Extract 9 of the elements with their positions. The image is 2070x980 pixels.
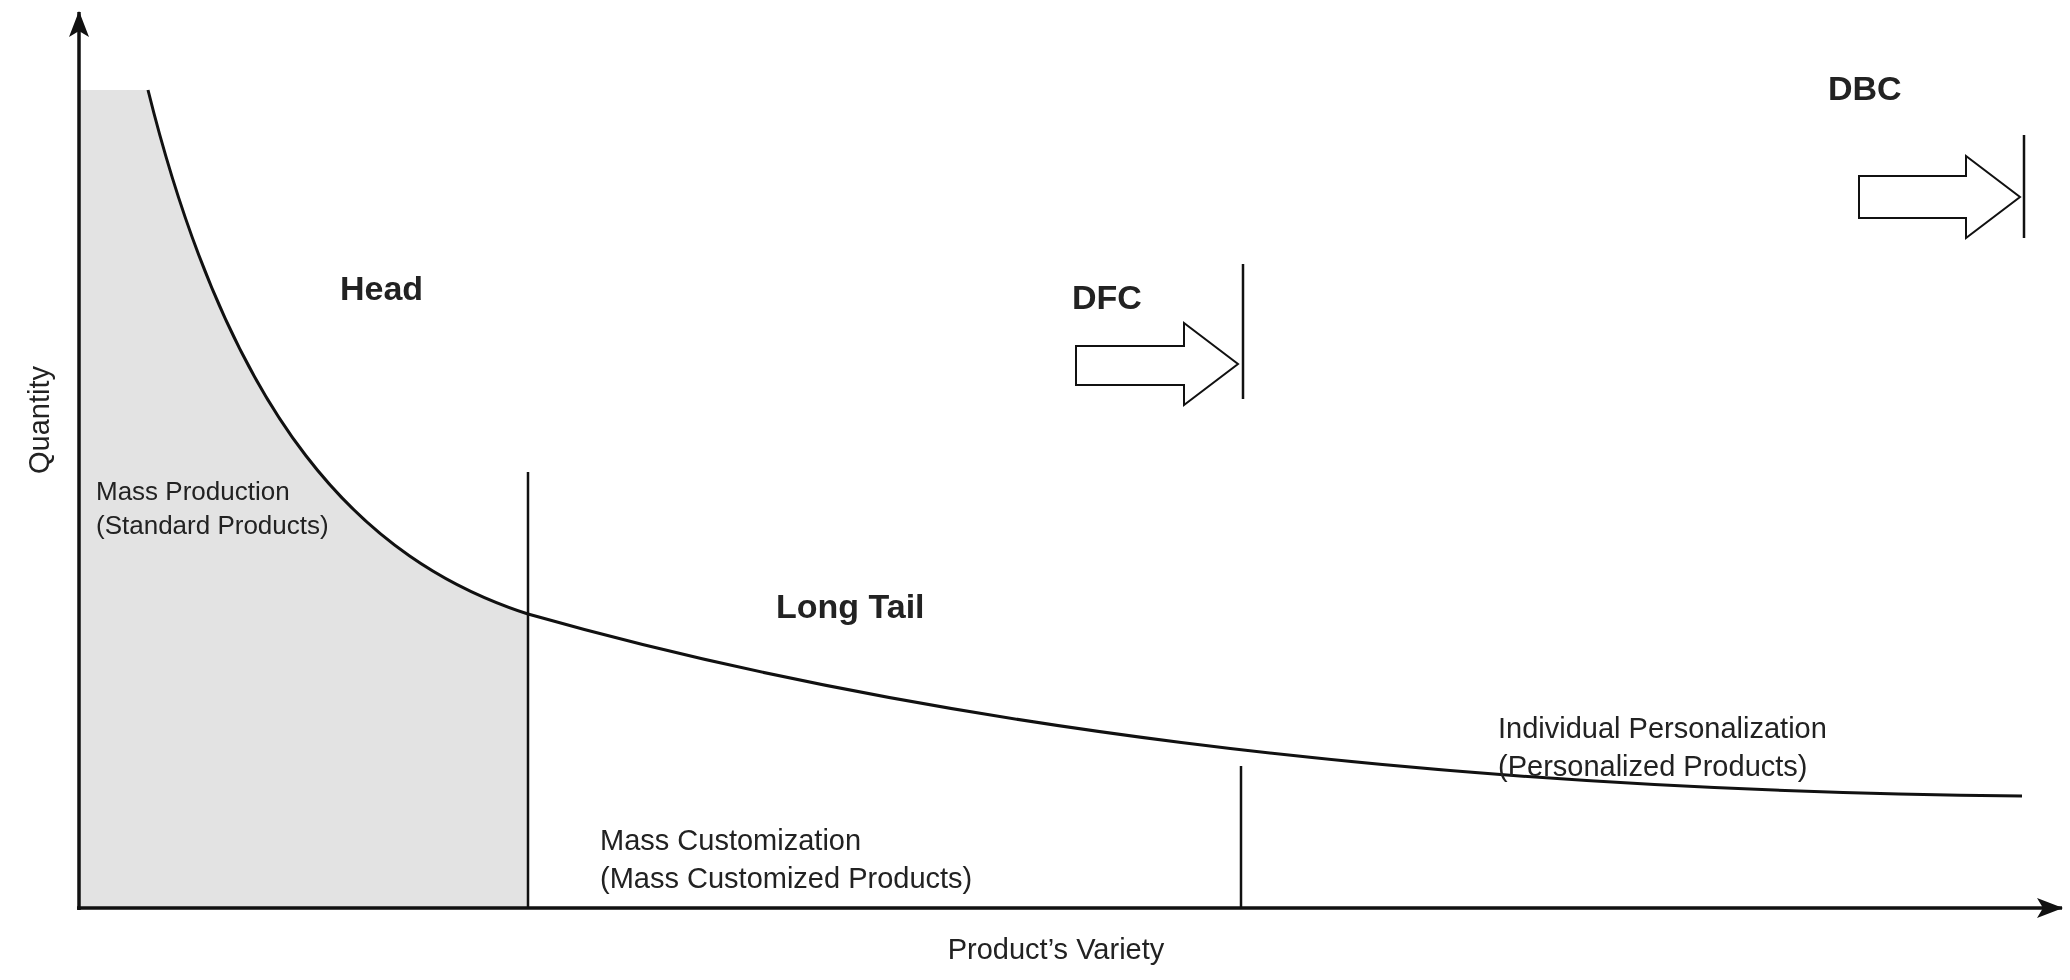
axis-title: Quantity — [22, 366, 57, 474]
region-label: Long Tail — [776, 586, 925, 627]
region-label: DBC — [1828, 68, 1902, 109]
axis-title: Product’s Variety — [947, 932, 1165, 968]
region-label: Head — [340, 268, 424, 309]
region-description: Individual Personalization (Personalized Products) — [1498, 711, 1827, 784]
region-description: Mass Customization (Mass Customized Products) — [600, 823, 973, 896]
region-description: Mass Production (Standard Products) — [96, 475, 329, 542]
region-label: DFC — [1072, 277, 1142, 318]
